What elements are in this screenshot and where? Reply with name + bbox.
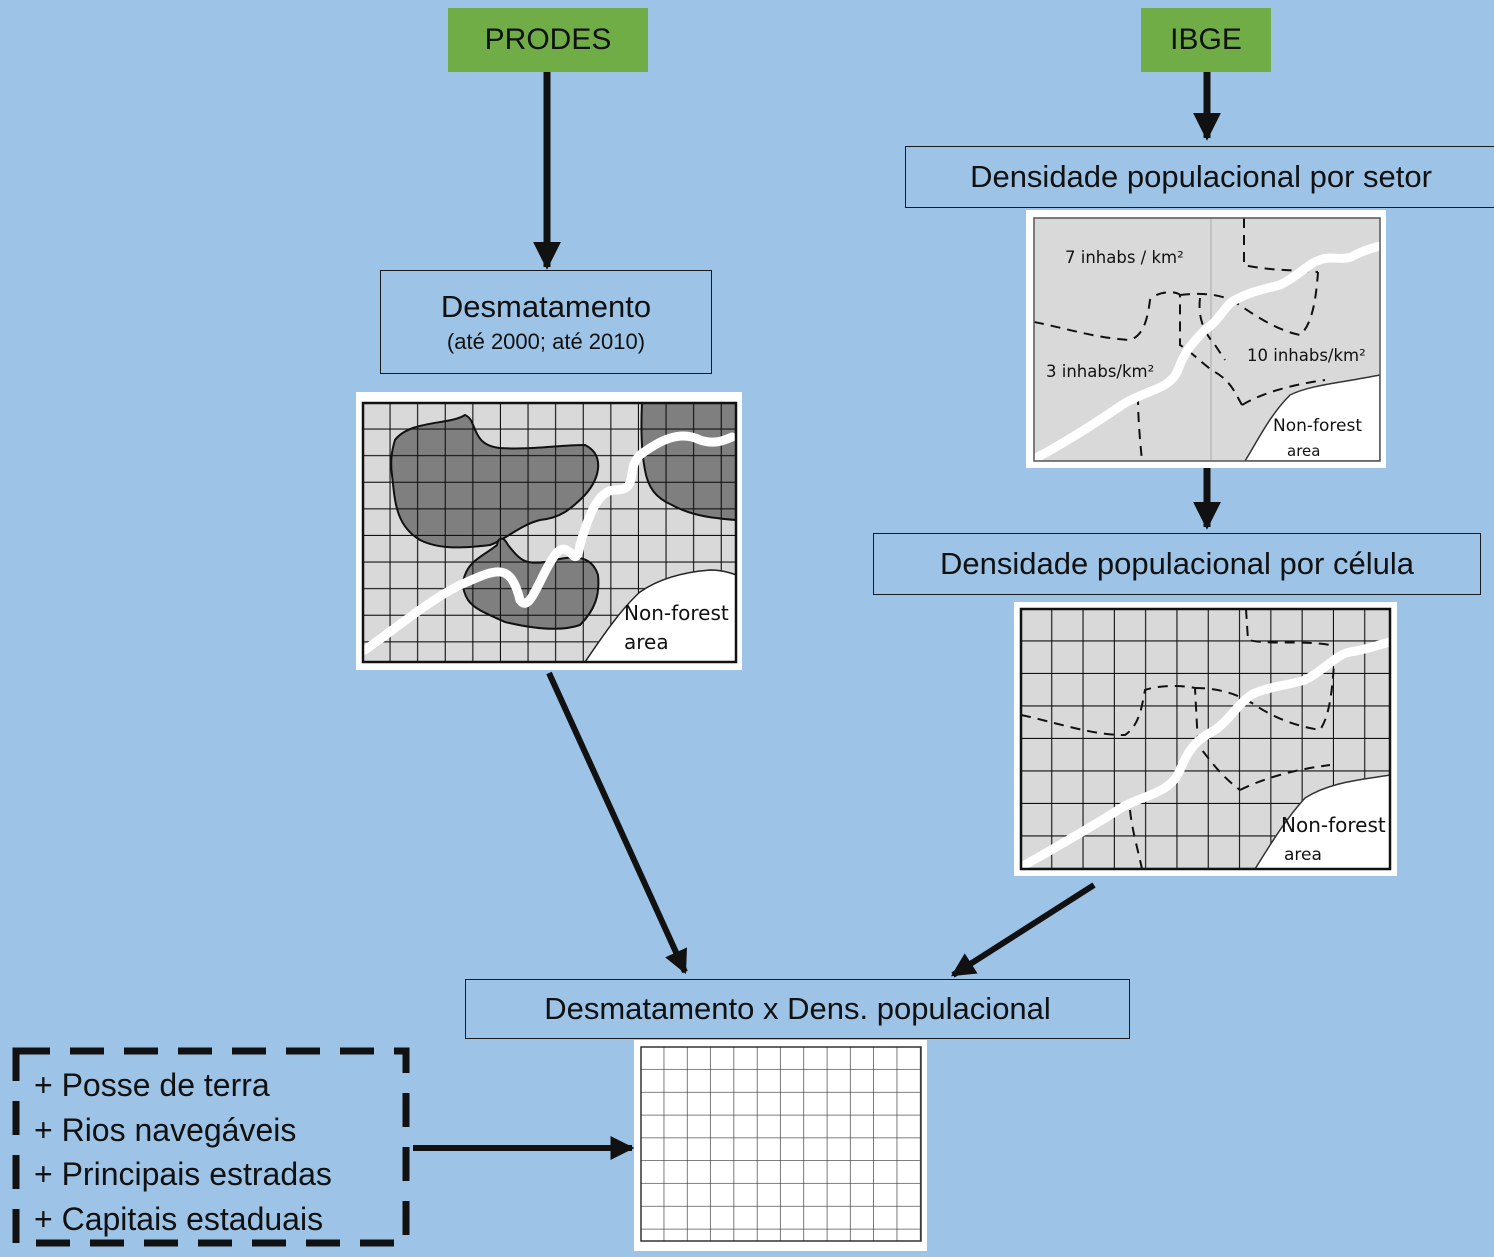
map-b-nonforest-line1: Non-forest [1273,416,1362,436]
factor-item: + Capitais estaduais [34,1200,324,1237]
density-10-label: 10 inhabs/km² [1247,346,1366,365]
factor-item: + Principais estradas [34,1156,332,1192]
map-c-nonforest-line1: Non-forest [1281,813,1386,837]
additional-factors-box: + Posse de terra + Rios navegáveis + Pri… [12,1047,410,1247]
non-forest-area-1 [584,569,736,662]
density-by-cell-map: Non-forest area [1014,602,1397,876]
map-c-nonforest-line2: area [1284,845,1322,865]
desmatamento-title: Desmatamento [440,289,652,324]
river-2 [1034,241,1380,461]
map-a-nonforest-line2: area [624,630,669,654]
prodes-label: PRODES [484,23,612,56]
arrow-celula-to-combined [950,882,1096,978]
non-forest-area-2 [1244,374,1380,461]
combined-label: Desmatamento x Dens. populacional [544,991,1051,1026]
ibge-label: IBGE [1170,23,1242,56]
density-by-sector-map: 7 inhabs / km² 3 inhabs/km² 10 inhabs/km… [1026,210,1386,468]
ibge-source-box: IBGE [1141,8,1271,72]
desmatamento-period: (até 2000; até 2010) [446,329,646,354]
density-7-label: 7 inhabs / km² [1065,248,1184,267]
desmatamento-box: Desmatamento (até 2000; até 2010) [380,270,712,374]
dens-celula-box: Densidade populacional por célula [873,533,1481,595]
map-b-nonforest-line2: area [1287,442,1320,460]
combined-box: Desmatamento x Dens. populacional [465,979,1130,1039]
factors-list: + Posse de terra + Rios navegáveis + Pri… [34,1063,332,1241]
combined-grid-map [634,1040,927,1251]
dashed-border [12,1047,410,1247]
river-1 [363,431,736,655]
dens-celula-label: Densidade populacional por célula [940,546,1414,581]
density-3-label: 3 inhabs/km² [1046,362,1154,381]
map-a-nonforest-line1: Non-forest [624,601,729,625]
factor-item: + Rios navegáveis [34,1111,297,1148]
factor-item: + Posse de terra [34,1067,270,1103]
river-3 [1021,637,1390,869]
non-forest-area-3 [1254,774,1390,869]
prodes-source-box: PRODES [448,8,648,72]
arrow-desmatamento-to-combined [546,671,688,975]
deforestation-map: Non-forest area [356,392,742,670]
dens-setor-label: Densidade populacional por setor [970,159,1432,194]
dens-setor-box: Densidade populacional por setor [905,146,1494,208]
